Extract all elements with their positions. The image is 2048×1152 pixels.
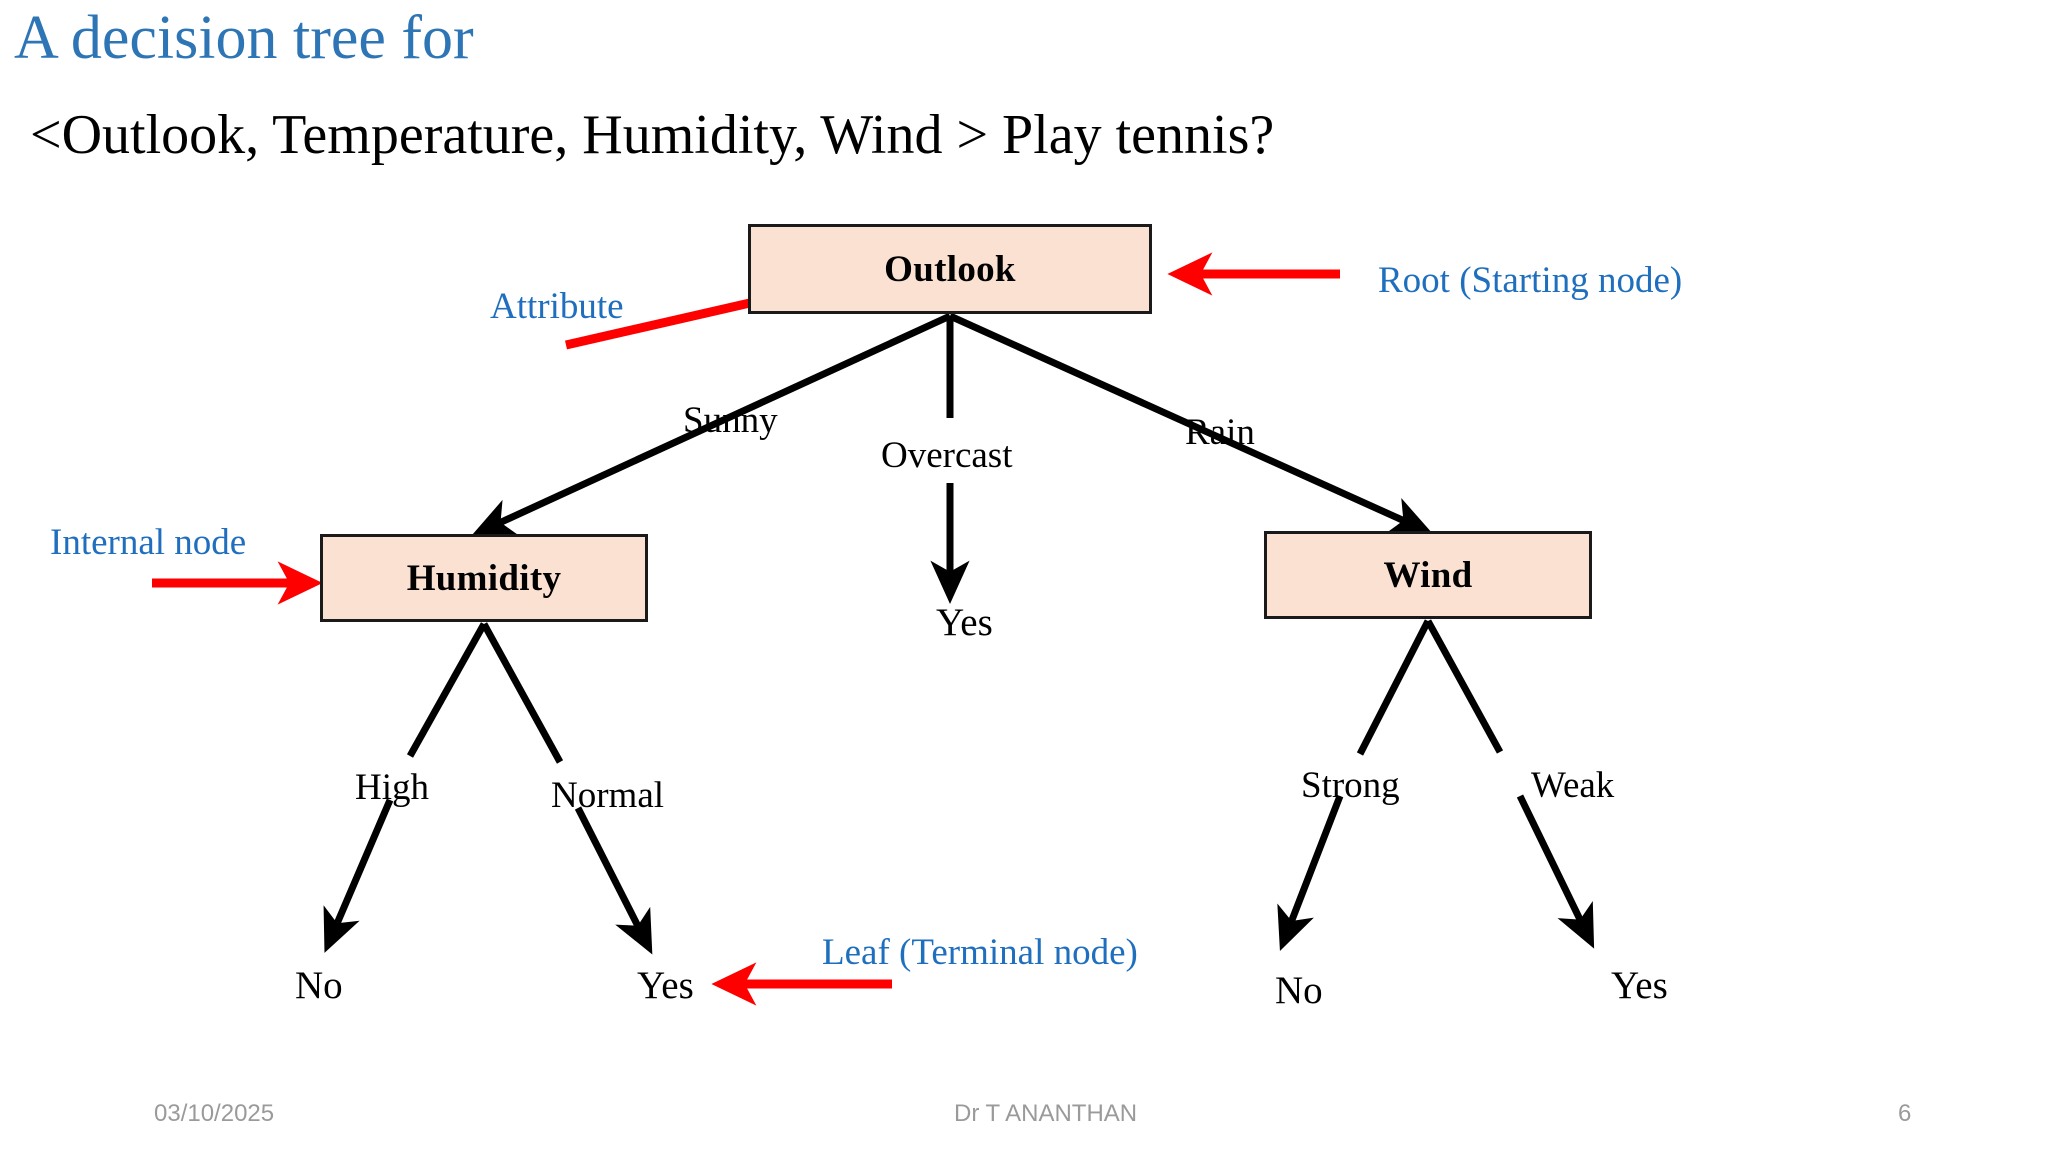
leaf-wind-weak-yes: Yes [1611,964,1668,1007]
page-title: A decision tree for [14,4,474,72]
branch-label-overcast: Overcast [881,435,1013,476]
edge-outlook-sunny [471,312,952,536]
node-humidity[interactable]: Humidity [320,534,648,622]
annotation-root: Root (Starting node) [1378,260,1683,301]
leaf-overcast-yes: Yes [936,601,993,644]
annotation-internal-node: Internal node [50,522,247,563]
branch-label-strong: Strong [1301,765,1400,806]
branch-label-weak: Weak [1531,765,1615,806]
leaf-humidity-high-no: No [295,964,343,1007]
footer-page-number: 6 [1898,1100,1912,1127]
node-wind-label: Wind [1383,554,1473,596]
footer-author: Dr T ANANTHAN [954,1100,1138,1127]
branch-label-high: High [355,767,429,808]
annotation-leaf: Leaf (Terminal node) [822,932,1138,973]
edge-humidity-normal [480,622,653,955]
edge-wind-strong [1277,619,1432,952]
branch-label-sunny: Sunny [683,400,778,441]
footer-date: 03/10/2025 [154,1100,275,1127]
page-subtitle: <Outlook, Temperature, Humidity, Wind > … [30,104,1275,166]
node-humidity-label: Humidity [406,557,562,599]
edge-outlook-rain [948,312,1433,534]
edge-wind-weak [1424,619,1595,949]
annotation-attribute: Attribute [490,286,624,327]
branch-label-normal: Normal [551,775,665,816]
leaf-humidity-normal-yes: Yes [637,964,694,1007]
node-outlook-label: Outlook [884,248,1016,290]
edge-humidity-high [323,622,488,953]
branch-label-rain: Rain [1185,412,1255,453]
leaf-wind-strong-no: No [1275,969,1323,1012]
node-outlook[interactable]: Outlook [748,224,1152,314]
node-wind[interactable]: Wind [1264,531,1592,619]
